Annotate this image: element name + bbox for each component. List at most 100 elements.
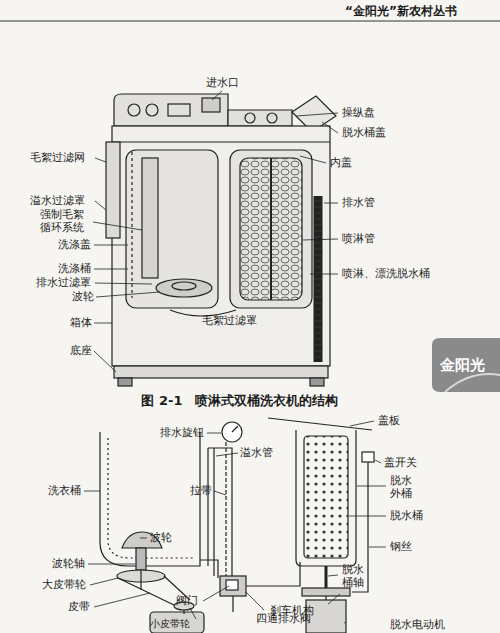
- leader-line-stroke: [369, 547, 386, 548]
- part-label: 脱水电动机: [390, 618, 445, 631]
- washing-machine-stroke: [267, 113, 277, 123]
- leader-line-stroke: [375, 460, 381, 463]
- leader-line-stroke: [94, 269, 128, 270]
- part-label: 喷淋、漂洗脱水桶: [342, 267, 430, 280]
- washing-machine-stroke: [142, 158, 158, 278]
- leader-line-stroke: [94, 351, 116, 372]
- part-label: 脱水桶盖: [342, 126, 386, 139]
- leader-line-stroke: [95, 283, 152, 284]
- washing-machine-stroke: [146, 104, 158, 116]
- leader-line-stroke: [296, 113, 338, 116]
- washer-schematic-stroke: [208, 448, 232, 576]
- washer-schematic-stroke: [325, 596, 326, 600]
- part-label: 洗衣桶: [48, 484, 81, 497]
- part-label: 底座: [70, 344, 92, 357]
- washing-machine-stroke: [172, 282, 196, 290]
- part-label: 刹车机构: [270, 604, 314, 617]
- part-label: 盖板: [378, 414, 400, 427]
- washer-schematic-stroke: [140, 570, 141, 590]
- washing-machine-stroke: [128, 104, 140, 116]
- washing-machine-stroke: [112, 141, 330, 142]
- part-label: 钢丝: [390, 540, 412, 553]
- leader-line-stroke: [93, 222, 142, 230]
- side-tab-stroke: [445, 374, 500, 392]
- washing-machine-stroke: [245, 113, 255, 123]
- leader-line-stroke: [95, 158, 106, 162]
- part-label: 洗涤盖: [58, 238, 91, 251]
- part-label: 毛絮过滤网: [30, 151, 85, 164]
- part-label: 溢水过滤罩: [30, 194, 85, 207]
- washing-machine-stroke: [131, 152, 132, 298]
- washing-machine-stroke: [202, 98, 220, 112]
- leader-line-stroke: [84, 491, 100, 492]
- washing-machine-stroke: [314, 196, 323, 362]
- part-label: 波轮: [150, 531, 172, 544]
- part-label: 脱水桶: [390, 509, 423, 522]
- washer-schematic-stroke: [200, 560, 218, 578]
- washer-schematic-stroke: [220, 576, 246, 596]
- leader-line-stroke: [94, 323, 112, 324]
- washing-machine-stroke: [118, 378, 132, 386]
- leader-line-stroke: [322, 122, 338, 133]
- part-label: 阀门: [176, 594, 198, 607]
- part-label: 进水口: [206, 76, 239, 89]
- leader-line-stroke: [216, 453, 238, 456]
- washer-schematic-stroke: [304, 436, 348, 558]
- header-rule-stroke: [0, 21, 500, 22]
- part-label: 排水旋钮: [160, 426, 204, 439]
- washing-machine-stroke: [310, 378, 324, 386]
- part-label: 操纵盘: [342, 106, 375, 119]
- washer-schematic-stroke: [362, 452, 374, 462]
- leader-line-stroke: [302, 239, 338, 240]
- part-label: 脱水 桶轴: [342, 563, 371, 589]
- leader-line-stroke: [350, 421, 374, 426]
- washer-schematic-stroke: [268, 418, 372, 430]
- washing-machine-stroke: [112, 126, 330, 366]
- part-label: 毛絮过滤罩: [202, 314, 257, 327]
- running-header: “金阳光”新农村丛书: [345, 4, 457, 18]
- leader-line-stroke: [300, 156, 326, 163]
- leader-line-stroke: [324, 203, 338, 204]
- leader-line-stroke: [94, 245, 128, 246]
- part-label: 强制毛絮 循环系统: [40, 208, 91, 234]
- leader-line-stroke: [349, 516, 386, 517]
- part-label: 内盖: [330, 156, 352, 169]
- washing-machine-stroke: [240, 158, 302, 300]
- leader-line-stroke: [310, 274, 338, 275]
- washing-machine-stroke: [228, 110, 292, 126]
- washer-schematic-stroke: [325, 566, 328, 588]
- leader-line: [93, 91, 338, 372]
- washing-machine-stroke: [156, 279, 212, 297]
- washing-machine-stroke: [114, 94, 228, 126]
- washing-machine-stroke: [315, 196, 322, 362]
- washing-machine-stroke: [230, 150, 312, 308]
- leader-line-stroke: [246, 592, 264, 610]
- leader-line-stroke: [94, 593, 150, 607]
- side-tab-stroke: [432, 338, 500, 392]
- washer-schematic-stroke: [302, 588, 350, 596]
- leader-line-stroke: [140, 538, 147, 539]
- washer-schematic-stroke: [225, 442, 226, 576]
- washer-schematic-stroke: [296, 430, 356, 566]
- leader-line-stroke: [207, 433, 221, 434]
- part-label: 小皮带轮: [150, 618, 190, 630]
- leader-line-stroke: [214, 491, 226, 495]
- washer-schematic-stroke: [150, 612, 204, 633]
- leader-line-stroke: [203, 586, 229, 601]
- part-label: 箱体: [70, 316, 92, 329]
- washer-schematic-stroke: [136, 548, 146, 570]
- washing-machine-stroke: [114, 366, 328, 378]
- washing-machine-stroke: [168, 104, 190, 116]
- washer-schematic-stroke: [108, 438, 194, 558]
- part-label: 喷淋管: [342, 232, 375, 245]
- part-label: 脱水 外桶: [390, 474, 419, 500]
- leader-line-stroke: [95, 201, 106, 210]
- washing-machine-stroke: [106, 142, 120, 238]
- header-rule: [0, 21, 500, 22]
- washer-schematic-stroke: [226, 580, 238, 590]
- washer-schematic-stroke: [232, 426, 238, 432]
- washer-schematic-stroke: [100, 432, 200, 566]
- figure-caption: 图 2-1 喷淋式双桶洗衣机的结构: [141, 392, 338, 410]
- part-label: 拉带: [190, 484, 212, 497]
- part-label: 盖开关: [384, 456, 417, 469]
